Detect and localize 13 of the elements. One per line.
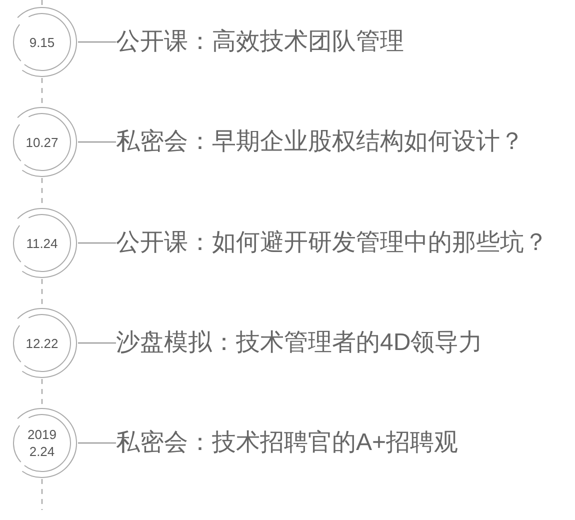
date-label: 9.15 bbox=[28, 34, 56, 50]
event-title: 公开课：高效技术团队管理 bbox=[116, 27, 404, 57]
connector-line bbox=[78, 342, 116, 344]
date-label: 2019 2.24 bbox=[26, 426, 58, 460]
date-label: 12.22 bbox=[24, 334, 60, 352]
connector-line bbox=[78, 242, 116, 244]
date-label: 11.24 bbox=[25, 234, 59, 252]
date-label: 10.27 bbox=[24, 134, 60, 150]
connector-line bbox=[78, 442, 116, 444]
event-title: 私密会：技术招聘官的A+招聘观 bbox=[116, 428, 458, 458]
event-title: 公开课：如何避开研发管理中的那些坑？ bbox=[116, 228, 548, 258]
event-title: 沙盘模拟：技术管理者的4D领导力 bbox=[116, 328, 483, 358]
event-title: 私密会：早期企业股权结构如何设计？ bbox=[116, 127, 524, 157]
